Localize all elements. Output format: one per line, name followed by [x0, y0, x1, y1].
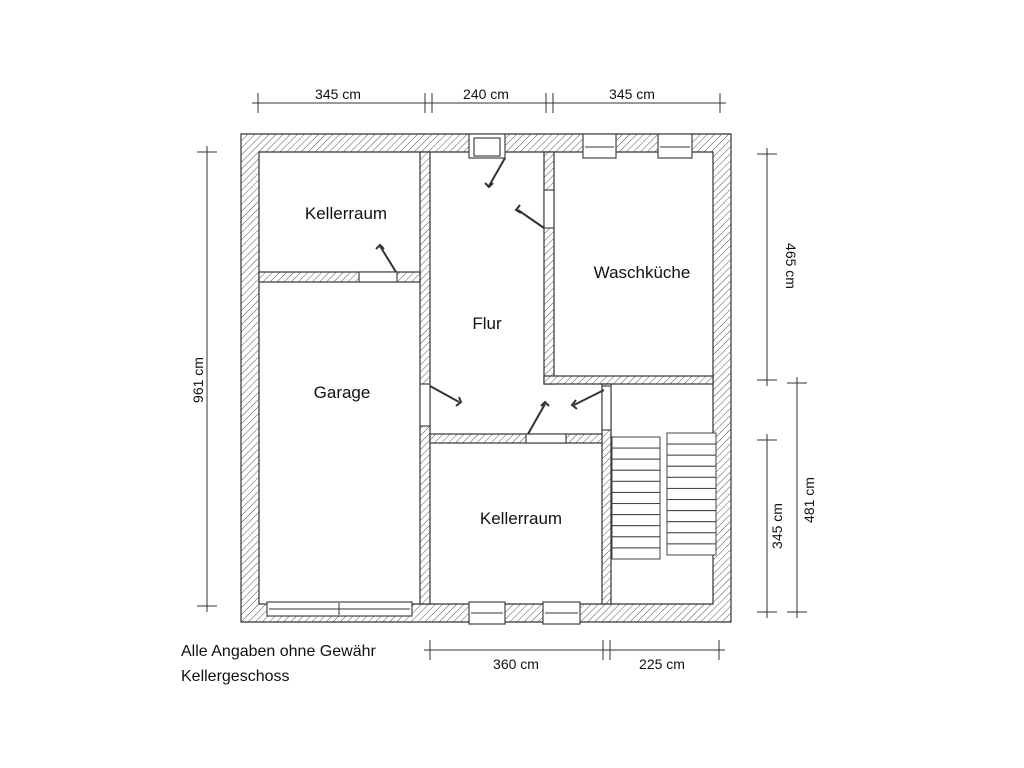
room-label-waschkueche: Waschküche: [594, 263, 691, 282]
stair-step: [666, 499, 717, 512]
room-label-garage: Garage: [314, 383, 371, 402]
stair-step: [611, 525, 661, 538]
stair-step: [611, 469, 661, 482]
dimension-bottom-right: 225 cm: [639, 656, 685, 672]
window-waschkueche-1: [582, 133, 617, 159]
dimension-top-right: 345 cm: [609, 86, 655, 102]
dimension-right-lower-inner: 345 cm: [769, 503, 785, 549]
room-label-kellerraum-bottom: Kellerraum: [480, 509, 562, 528]
stair-step: [611, 536, 661, 549]
door-stairwell: [601, 385, 612, 431]
dimension-lines: [197, 93, 807, 660]
dimension-top-mid: 240 cm: [463, 86, 509, 102]
doors: [358, 157, 612, 444]
stair-step: [611, 436, 661, 449]
stair-step: [666, 465, 717, 478]
stair-step: [611, 514, 661, 527]
stair-step: [666, 432, 717, 445]
stair-step: [611, 447, 661, 460]
stair-step: [666, 532, 717, 545]
stair-step: [666, 454, 717, 467]
stair-step: [666, 443, 717, 456]
dimension-right-upper: 465 cm: [783, 243, 799, 289]
stair-step: [611, 503, 661, 516]
dimension-bottom-mid: 360 cm: [493, 656, 539, 672]
stair-step: [666, 510, 717, 523]
staircase: [611, 432, 717, 560]
stair-step: [611, 491, 661, 505]
walls: [240, 133, 732, 623]
stair-step: [611, 480, 661, 493]
door-garage: [419, 383, 431, 427]
window-waschkueche-2: [657, 133, 693, 159]
stair-step: [611, 547, 661, 560]
plan-title: Kellergeschoss: [181, 668, 290, 685]
windows: [266, 133, 693, 625]
stair-step: [666, 487, 717, 501]
dimension-right-lower-outer: 481 cm: [801, 477, 817, 523]
stair-step: [666, 543, 717, 556]
stair-step: [666, 476, 717, 489]
dimension-left-total: 961 cm: [190, 357, 206, 403]
room-label-flur: Flur: [472, 314, 502, 333]
dimension-top-left: 345 cm: [315, 86, 361, 102]
room-label-kellerraum-top: Kellerraum: [305, 204, 387, 223]
door-kellerraum-top: [358, 271, 398, 283]
stair-step: [611, 458, 661, 471]
door-kellerraum-bottom: [525, 433, 567, 444]
door-waschkueche: [543, 189, 555, 229]
stair-step: [666, 521, 717, 534]
disclaimer-text: Alle Angaben ohne Gewähr: [181, 643, 376, 660]
